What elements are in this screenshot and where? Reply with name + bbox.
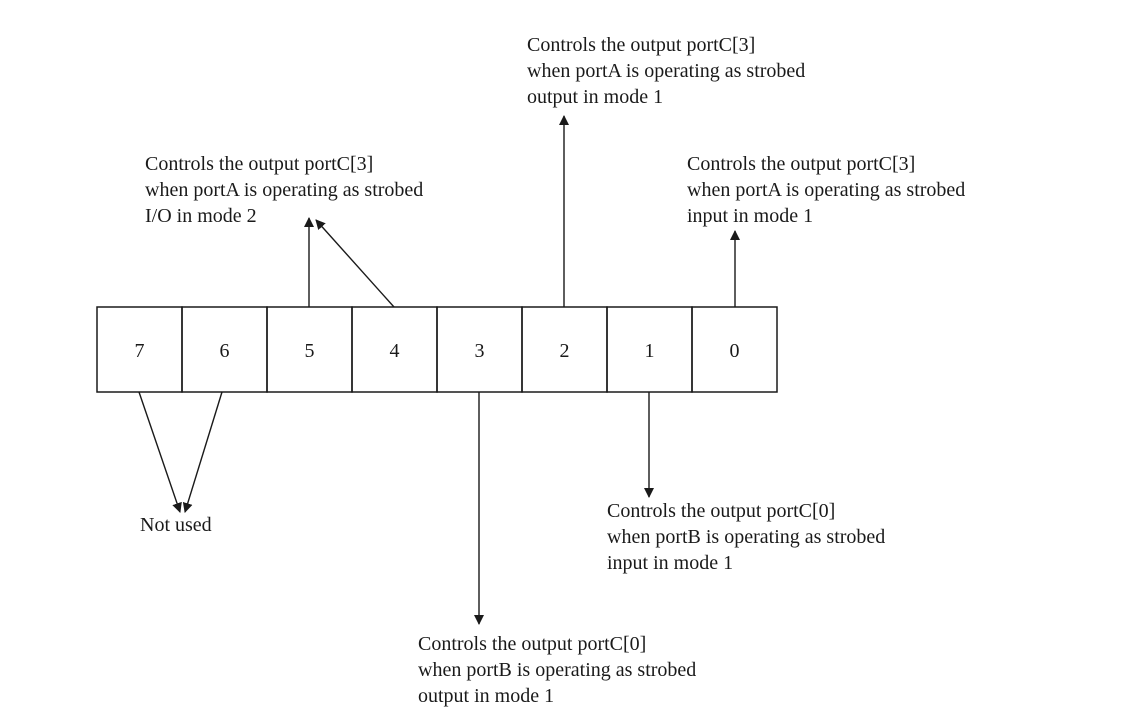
label-bit2: Controls the output portC[3] when portA … [527, 32, 805, 110]
bit-number-6: 6 [220, 340, 230, 362]
label-bit1-line2: when portB is operating as strobed [607, 526, 886, 548]
register-cells [96, 306, 778, 393]
label-bit2-line3: output in mode 1 [527, 86, 664, 108]
arrow-bit6-down [182, 391, 223, 513]
arrow-bit7-down [138, 391, 182, 513]
arrow-bit4-diagonal [315, 219, 395, 308]
arrows [138, 115, 740, 625]
label-bit0-line2: when portA is operating as strobed [687, 179, 966, 201]
label-bit54-line2: when portA is operating as strobed [145, 179, 424, 201]
label-bit1-line3: input in mode 1 [607, 552, 734, 574]
bit-number-3: 3 [475, 340, 485, 362]
bit-number-2: 2 [560, 340, 570, 362]
bit-number-4: 4 [390, 340, 400, 362]
label-bit54-line1: Controls the output portC[3] [145, 153, 374, 175]
bit-number-1: 1 [645, 340, 655, 362]
label-bit3-line2: when portB is operating as strobed [418, 659, 697, 681]
bit-number-0: 0 [730, 340, 740, 362]
label-bits-7-6: Not used [140, 512, 212, 538]
bit-number-7: 7 [135, 340, 145, 362]
label-bit3-line1: Controls the output portC[0] [418, 633, 647, 655]
label-bit0-line3: input in mode 1 [687, 205, 814, 227]
bit-number-5: 5 [305, 340, 315, 362]
label-bit0: Controls the output portC[3] when portA … [687, 151, 965, 229]
label-bit0-line1: Controls the output portC[3] [687, 153, 916, 175]
label-bit1-line1: Controls the output portC[0] [607, 500, 836, 522]
bit-numbers: 7 6 5 4 3 2 1 0 [135, 340, 740, 362]
label-bit2-line2: when portA is operating as strobed [527, 60, 806, 82]
label-bit54-line3: I/O in mode 2 [145, 205, 257, 227]
label-bit3-line3: output in mode 1 [418, 685, 555, 707]
label-bit3: Controls the output portC[0] when portB … [418, 631, 696, 709]
label-bit5-bit4: Controls the output portC[3] when portA … [145, 151, 423, 229]
label-bit2-line1: Controls the output portC[3] [527, 34, 756, 56]
label-bit1: Controls the output portC[0] when portB … [607, 498, 885, 576]
label-not-used: Not used [140, 514, 212, 536]
